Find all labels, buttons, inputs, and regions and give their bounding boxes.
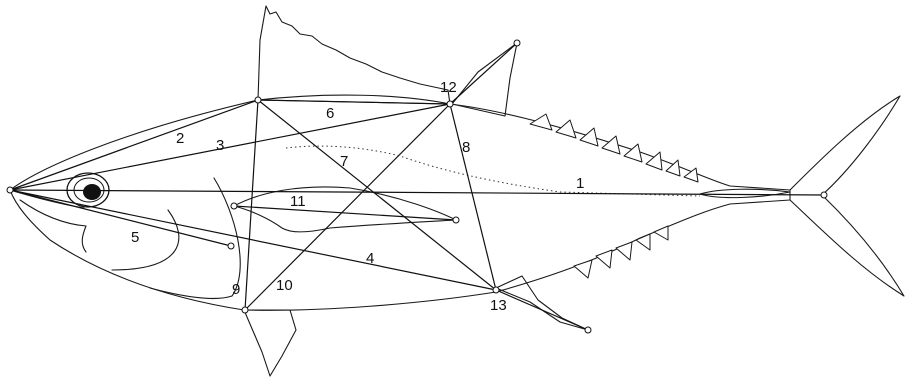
measure-line-3 <box>9 103 451 191</box>
caudal-keel <box>699 188 791 199</box>
label-11: 11 <box>290 193 306 210</box>
measure-line-10 <box>244 103 451 311</box>
measure-line-1 <box>9 189 825 196</box>
label-5: 5 <box>131 229 139 246</box>
first-dorsal-fin <box>257 5 451 105</box>
pelvic-fin <box>243 309 297 377</box>
label-12: 12 <box>440 79 457 96</box>
measure-line-4 <box>9 189 497 291</box>
caudal-fin <box>789 95 905 297</box>
measure-line-6 <box>257 99 451 105</box>
operculum-line <box>111 209 180 271</box>
measure-line-9 <box>244 99 259 311</box>
measure-line-8 <box>449 103 497 291</box>
measurement-labels: 1 2 3 4 5 6 7 8 9 10 11 12 13 <box>131 79 584 314</box>
label-1: 1 <box>576 175 584 192</box>
label-10: 10 <box>276 277 293 294</box>
body-outline <box>9 94 821 311</box>
gill-opening-line <box>149 177 241 299</box>
label-9: 9 <box>232 281 240 298</box>
label-8: 8 <box>462 139 470 156</box>
label-3: 3 <box>216 137 224 154</box>
label-4: 4 <box>366 250 374 267</box>
label-7: 7 <box>340 153 348 170</box>
label-13: 13 <box>490 297 507 314</box>
anal-fin <box>495 275 589 331</box>
measure-line-11 <box>233 205 457 221</box>
second-dorsal-fin <box>451 42 518 117</box>
measurement-lines <box>9 42 825 331</box>
ventral-finlets <box>573 225 669 279</box>
dorsal-finlets <box>529 113 699 183</box>
measure-line-5 <box>9 189 232 247</box>
measure-line-7 <box>257 99 497 291</box>
label-2: 2 <box>176 130 184 147</box>
label-6: 6 <box>326 105 334 122</box>
measure-line-13 <box>495 289 589 331</box>
measure-line-12 <box>449 42 518 105</box>
landmark-points <box>6 39 828 334</box>
measure-line-2 <box>9 99 259 191</box>
